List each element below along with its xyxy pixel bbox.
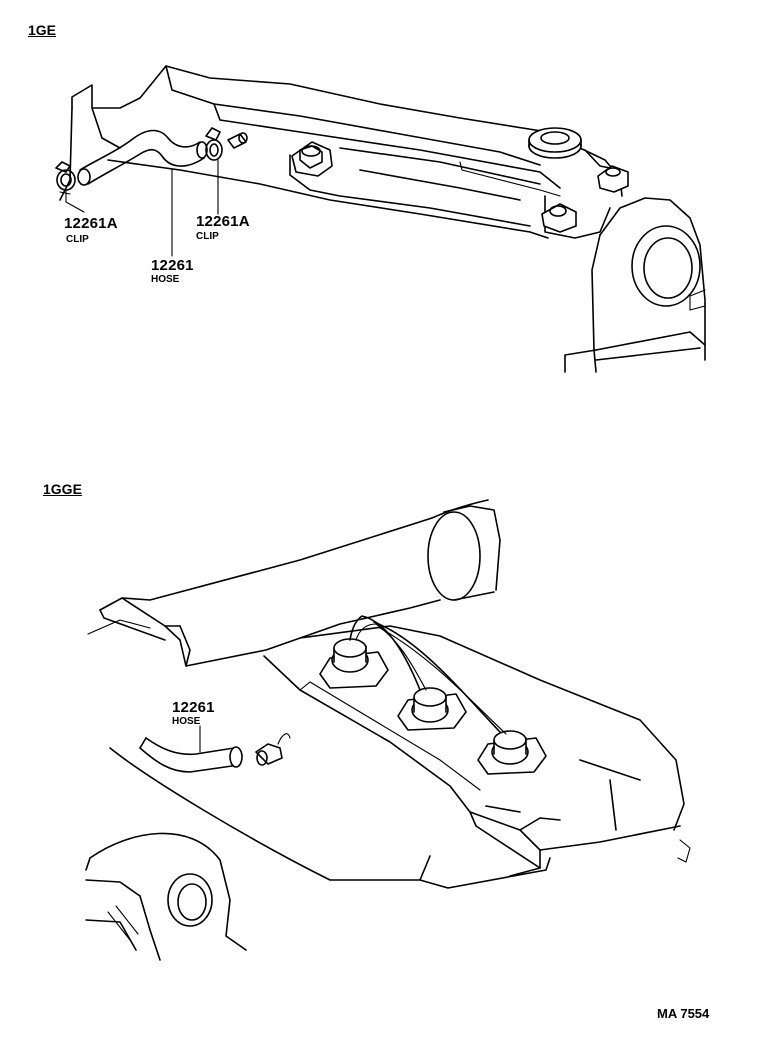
oil-filler-cap-1ge (528, 127, 582, 159)
clip-left-1ge (55, 161, 76, 195)
pcv-hose-1ge (77, 129, 208, 186)
illustration-reference-number: MA 7554 (657, 1006, 710, 1021)
pcv-union-fitting-1ge (227, 132, 248, 149)
section-title-1ge: 1GE (28, 22, 57, 38)
clip-left-part-name: CLIP (66, 234, 89, 245)
section-title-1gge: 1GGE (43, 481, 82, 497)
spark-plug-wires-1gge (349, 615, 507, 735)
pcv-hose-1gge (139, 737, 243, 773)
cylinder-head-cover-1ge (59, 65, 623, 239)
hose-part-number-1ge: 12261 (151, 257, 194, 274)
cylinder-head-cover-1gge (109, 625, 691, 889)
clip-right-part-number: 12261A (196, 213, 250, 230)
clip-left-part-number: 12261A (64, 215, 118, 232)
clip-right-part-name: CLIP (196, 231, 219, 242)
clip-right-1ge (205, 127, 223, 161)
spark-plug-caps-1gge (319, 638, 547, 775)
cylinder-block-1gge (85, 832, 247, 961)
hose-part-name-1ge: HOSE (151, 274, 180, 285)
timing-pulley-housing-1ge (564, 197, 706, 373)
leader-lines-1ge (65, 159, 219, 257)
air-intake-duct-1gge (87, 499, 501, 667)
cover-nut-1ge (291, 141, 333, 177)
hose-part-name-1gge: HOSE (172, 716, 201, 727)
cover-nut-rear-1ge (541, 165, 629, 233)
pcv-union-fitting-1gge (255, 733, 291, 766)
hose-part-number-1gge: 12261 (172, 699, 215, 716)
